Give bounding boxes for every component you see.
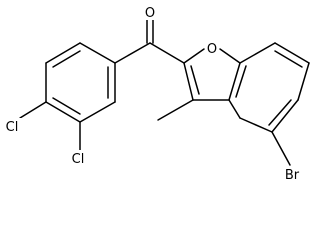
bond-carbonyl-to-furan xyxy=(149,42,185,64)
chlorine-upper-label: Cl xyxy=(6,120,19,135)
bond-benzo-inner-2 xyxy=(268,99,292,126)
molecule-structure-diagram: O O Br Cl Cl xyxy=(5,6,310,183)
bond-ring1-a xyxy=(79,42,116,64)
bond-benzo-d xyxy=(271,99,299,133)
bond-c2-o1 xyxy=(183,48,205,64)
bond-benzo-b xyxy=(274,42,310,64)
bond-benzo-e xyxy=(239,117,273,133)
bond-benzo-inner-1 xyxy=(274,50,303,68)
bond-ring1-e xyxy=(79,101,116,123)
bond-c3-c2-inner xyxy=(190,65,200,95)
carbonyl-oxygen-label: O xyxy=(145,6,155,21)
bond-c-cl-upper xyxy=(19,101,47,119)
bond-benzo-f xyxy=(228,99,241,119)
bond-c-br xyxy=(271,131,291,166)
bond-ring1-inner-1 xyxy=(52,50,81,68)
bond-benzo-c xyxy=(297,62,310,101)
furan-ring xyxy=(183,48,241,101)
dichlorophenyl-ring xyxy=(45,42,116,123)
furan-oxygen-label: O xyxy=(207,42,217,57)
bond-benzo-a xyxy=(239,42,276,64)
bond-methyl xyxy=(157,99,194,121)
bond-ring-to-carbonyl xyxy=(114,42,151,64)
bond-ring1-inner-2 xyxy=(52,97,81,115)
bond-ring1-d xyxy=(45,101,81,123)
bond-c3-c2 xyxy=(183,62,194,101)
bond-ring1-b xyxy=(45,42,81,64)
benzo-ring xyxy=(228,42,310,133)
bromine-label: Br xyxy=(285,168,300,183)
bond-benzo-inner-3 xyxy=(235,65,247,98)
bond-c7a-c3a xyxy=(228,62,241,101)
ketone-linker xyxy=(114,19,185,64)
chlorine-lower-label: Cl xyxy=(72,152,85,167)
bond-o1-c7a xyxy=(219,48,241,64)
